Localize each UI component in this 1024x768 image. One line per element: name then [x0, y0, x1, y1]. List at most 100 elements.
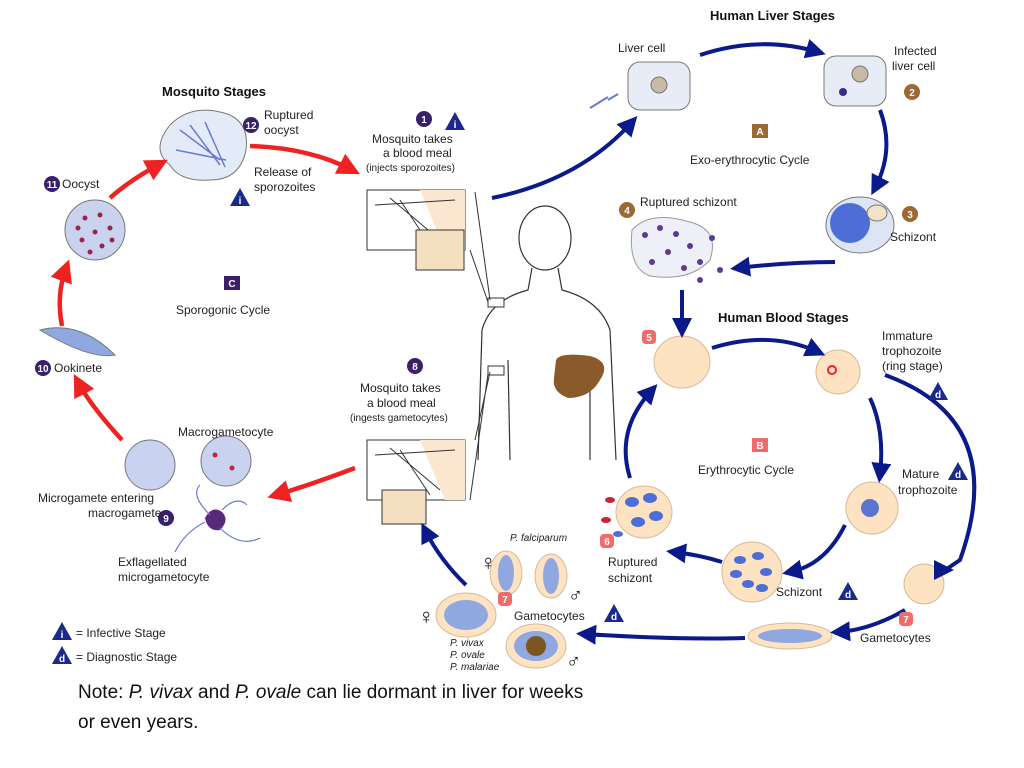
step-2-label-line2: liver cell	[892, 59, 935, 73]
badge-8	[407, 358, 423, 374]
sporozoites	[589, 93, 619, 109]
female-symbol-1: ♀	[480, 550, 497, 575]
lifecycle-svg: Mosquito Stages Human Liver Stages Human…	[35, 8, 977, 673]
badge-11-number: 11	[47, 180, 58, 191]
release-label-line2: sporozoites	[254, 180, 315, 194]
badge-7b	[899, 612, 913, 626]
infected-liver-cell-nucleus	[851, 65, 869, 83]
species-malariae: P. malariae	[450, 662, 500, 673]
liver-schizont	[830, 203, 870, 243]
badge-4-number: 4	[624, 206, 630, 217]
badge-3	[902, 206, 918, 222]
ookinete-cell	[38, 327, 117, 357]
badge-9-number: 9	[163, 514, 169, 525]
dormancy-note: Note: P. vivax and P. ovale can lie dorm…	[78, 678, 598, 738]
legend-infective-label: = Infective Stage	[76, 626, 166, 640]
vivax-male-pigment	[526, 636, 546, 656]
species-falciparum: P. falciparum	[510, 533, 567, 544]
step-12-label-line1: Ruptured	[264, 108, 313, 122]
ruptured-oocyst-cell	[159, 109, 247, 181]
oocyst-sporozoites	[175, 121, 227, 168]
macrogametocyte-cell	[200, 435, 252, 487]
liver-organ	[553, 354, 605, 398]
feeding-panel-1	[366, 189, 491, 303]
step-3-label: Schizont	[890, 230, 937, 244]
rbc-gametocyte-right	[903, 563, 945, 605]
blue-arrows	[421, 39, 977, 645]
diagnostic-triangle-immature-symbol: d	[935, 390, 941, 401]
step-7-label: Gametocytes	[514, 609, 585, 623]
immature-trophozoite-line1: Immature	[882, 329, 933, 343]
cycle-c-letter: C	[228, 279, 235, 290]
male-symbol-2: ♂	[566, 651, 581, 673]
step-9-label-line2: macrogamete	[88, 506, 162, 520]
badge-1	[416, 111, 432, 127]
step-4-label: Ruptured schizont	[640, 195, 737, 209]
rbc-5	[653, 335, 711, 389]
badge-1-number: 1	[421, 115, 427, 126]
step-2-label-line1: Infected	[894, 44, 937, 58]
liver-cell-nucleus	[650, 76, 668, 94]
cycle-a-badge	[752, 124, 768, 138]
sporogonic-cycle-label: Sporogonic Cycle	[176, 303, 270, 317]
immature-trophozoite-line3: (ring stage)	[882, 359, 943, 373]
note-prefix: Note:	[78, 682, 129, 703]
falciparum-male	[543, 558, 559, 594]
step-8-label-line2: a blood meal	[367, 396, 436, 410]
diagnostic-triangle-gametocytes	[604, 604, 624, 622]
badge-6-number: 6	[604, 537, 610, 548]
release-label-line1: Release of	[254, 165, 312, 179]
microgamete-macrogamete-cell	[124, 439, 176, 491]
macrogametocyte-mark-2	[229, 465, 235, 471]
badge-11	[44, 176, 60, 192]
badge-9	[158, 510, 174, 526]
legend-diagnostic-symbol: d	[59, 654, 65, 665]
liver-cell-label: Liver cell	[618, 41, 665, 55]
note-species-vivax: P. vivax	[128, 682, 193, 703]
legend-infective-symbol: i	[61, 630, 64, 641]
mature-trophozoite-line2: trophozoite	[898, 483, 958, 497]
immature-trophozoite-line2: trophozoite	[882, 344, 942, 358]
mosquito-stages-title: Mosquito Stages	[162, 84, 266, 99]
mature-trophozoite-line1: Mature	[902, 467, 940, 481]
mature-trophozoite	[861, 499, 879, 517]
exo-cycle-label: Exo-erythrocytic Cycle	[690, 153, 810, 167]
infected-liver-cell	[823, 55, 887, 107]
species-ovale: P. ovale	[450, 650, 485, 661]
diagnostic-triangle-schizont	[838, 582, 858, 600]
blood-schizont-label: Schizont	[776, 585, 823, 599]
cycle-a-letter: A	[756, 127, 763, 138]
infective-triangle-1-symbol: i	[454, 120, 457, 131]
liver-schizont-nucleus	[866, 204, 888, 222]
badge-3-number: 3	[907, 210, 913, 221]
note-and: and	[192, 682, 236, 703]
step-6-label-line1: Ruptured	[608, 555, 657, 569]
badge-7	[498, 592, 512, 606]
skin-marker-bottom	[487, 365, 505, 376]
liver-stages-title: Human Liver Stages	[710, 8, 835, 23]
cycle-b-letter: B	[756, 441, 763, 452]
legend-diagnostic-label: = Diagnostic Stage	[76, 650, 177, 664]
note-species-ovale: P. ovale	[235, 682, 302, 703]
step-1-label-line2: a blood meal	[383, 146, 452, 160]
infective-triangle-12	[230, 188, 250, 206]
legend-diagnostic-triangle	[52, 646, 72, 664]
badge-8-number: 8	[412, 362, 418, 373]
step-10-label: Ookinete	[54, 361, 102, 375]
infective-triangle-12-symbol: i	[239, 196, 242, 207]
human-silhouette	[477, 205, 617, 461]
macrogametocyte-label: Macrogametocyte	[178, 425, 274, 439]
feeding-panel-8	[366, 371, 491, 525]
ruptured-rbc-schizont	[601, 485, 673, 539]
step-1-label-line3: (injects sporozoites)	[366, 163, 455, 174]
diagnostic-triangle-immature	[928, 382, 948, 400]
merozoites-liver	[642, 225, 723, 283]
badge-2	[904, 84, 920, 100]
macrogametocyte-mark	[212, 452, 218, 458]
badge-7-number: 7	[502, 595, 508, 606]
step-8-label-line3: (ingests gametocytes)	[350, 413, 448, 424]
step-8-label-line1: Mosquito takes	[360, 381, 441, 395]
badge-4	[619, 202, 635, 218]
male-symbol-1: ♂	[568, 585, 583, 607]
badge-2-number: 2	[909, 88, 915, 99]
